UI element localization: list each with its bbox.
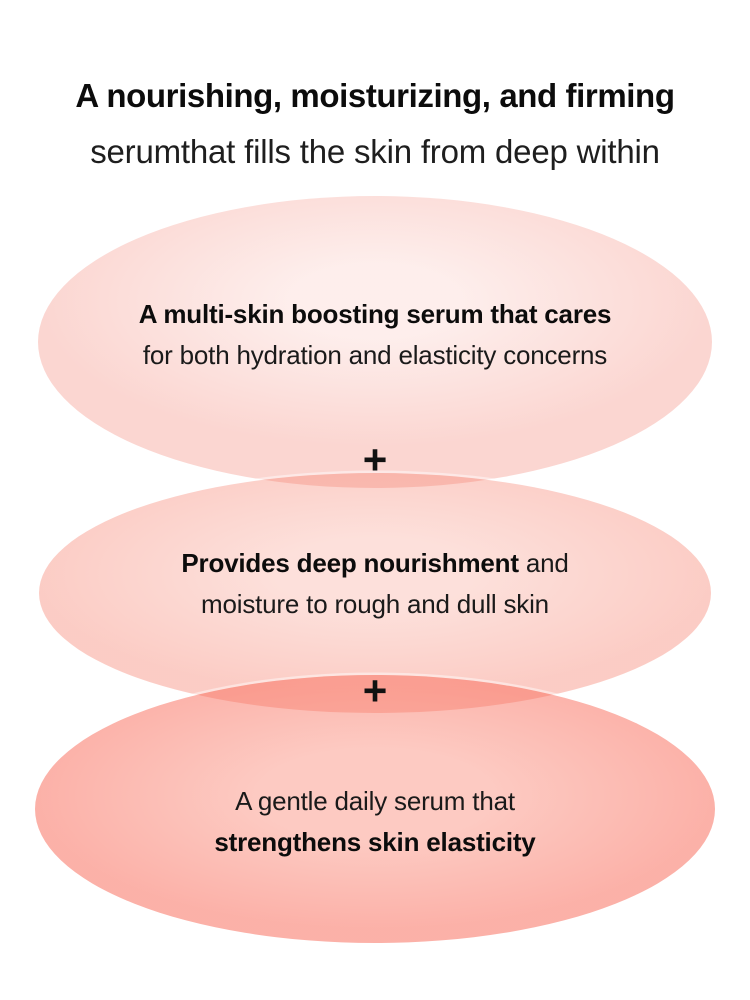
bubble-2-line-1: Provides deep nourishment and	[0, 543, 750, 584]
bubble-2-regular-text: moisture to rough and dull skin	[201, 589, 549, 619]
bubble-3-text: A gentle daily serum that strengthens sk…	[0, 781, 750, 863]
bubble-3-line-1: A gentle daily serum that	[0, 781, 750, 822]
bubble-1-line-1: A multi-skin boosting serum that cares	[0, 294, 750, 335]
headline-bold-line: A nourishing, moisturizing, and firming	[75, 77, 675, 114]
bubble-1-regular-text: for both hydration and elasticity concer…	[142, 340, 608, 370]
bubble-3-regular-text: A gentle daily serum that	[235, 786, 515, 816]
page-title: A nourishing, moisturizing, and firming …	[0, 76, 750, 172]
bubble-1-line-2: for both hydration and elasticity concer…	[0, 335, 750, 376]
headline-regular-line: serumthat fills the skin from deep withi…	[90, 133, 660, 170]
bubble-3-bold-text: strengthens skin elasticity	[214, 827, 536, 857]
bubble-3-line-2: strengthens skin elasticity	[0, 822, 750, 863]
bubble-2-line-2: moisture to rough and dull skin	[0, 584, 750, 625]
plus-separator-2: +	[362, 667, 388, 714]
bubble-1-bold-text: A multi-skin boosting serum that cares	[138, 299, 612, 329]
bubble-1-text: A multi-skin boosting serum that cares f…	[0, 294, 750, 376]
plus-separator-1: +	[362, 436, 388, 483]
bubble-2-line-1-regular-text: and	[518, 548, 569, 578]
benefit-ellipse-elasticity	[35, 675, 715, 943]
bubble-2-text: Provides deep nourishment and moisture t…	[0, 543, 750, 625]
benefit-ellipse-hydration	[38, 196, 712, 488]
bubble-2-bold-text: Provides deep nourishment	[181, 548, 519, 578]
benefit-ellipse-nourishment	[39, 473, 711, 713]
